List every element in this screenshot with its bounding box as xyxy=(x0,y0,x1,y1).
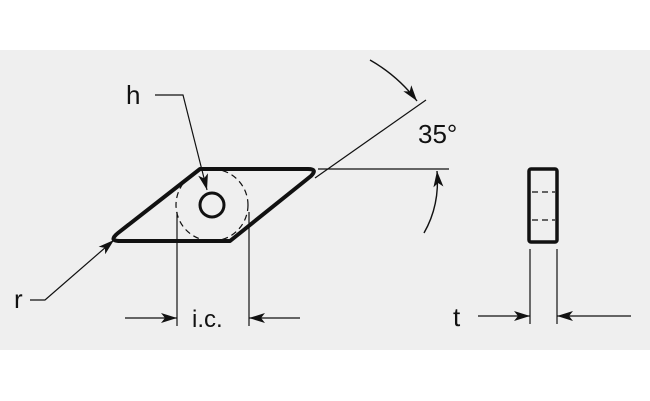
radius-label: r xyxy=(14,284,23,314)
diagram-background xyxy=(0,50,650,350)
angle-reference-line xyxy=(314,99,427,179)
radius-leader xyxy=(30,239,115,301)
hole-leader xyxy=(155,94,208,191)
thickness-label: t xyxy=(453,302,461,332)
insert-rhombus xyxy=(111,167,316,243)
ic-label: i.c. xyxy=(192,306,223,333)
insert-side-view xyxy=(527,167,559,244)
hole-label: h xyxy=(126,80,140,110)
angle-arc-top xyxy=(369,59,418,102)
angle-arc-bottom xyxy=(423,170,444,234)
hole-circle xyxy=(198,191,226,219)
inscribed-circle-dashed xyxy=(175,168,249,242)
angle-label: 35° xyxy=(418,119,457,149)
